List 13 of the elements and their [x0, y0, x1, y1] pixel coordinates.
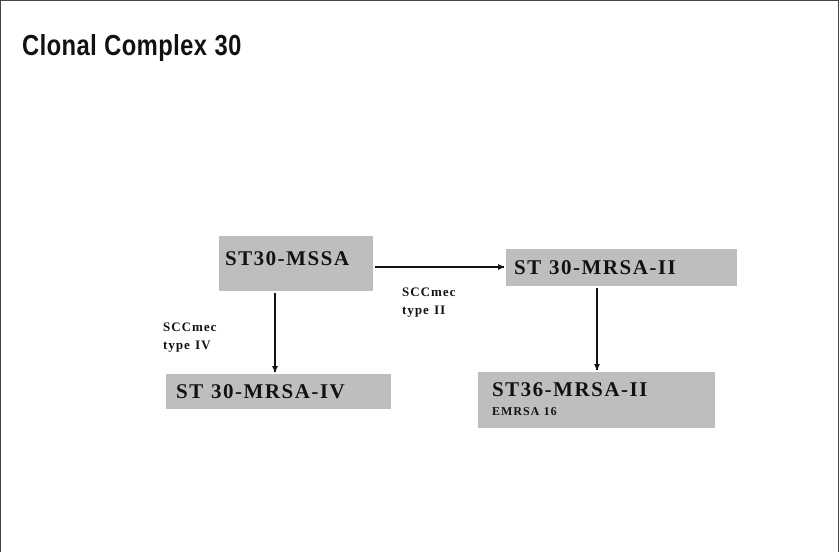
arrow — [594, 288, 600, 370]
arrow — [375, 264, 504, 270]
strain-name: ST 30-MRSA-IV — [176, 379, 346, 404]
strain-box — [506, 249, 737, 286]
strain-subtitle: EMRSA 16 — [492, 404, 558, 419]
strain-box — [219, 236, 373, 291]
strain-box — [166, 374, 391, 409]
slide-title: Clonal Complex 30 — [22, 30, 242, 63]
arrow — [272, 293, 278, 372]
strain-name: ST30-MSSA — [225, 246, 351, 271]
strain-name: ST 30-MRSA-II — [514, 255, 678, 280]
strain-name: ST36-MRSA-II — [492, 377, 649, 402]
strain-box — [478, 372, 715, 428]
